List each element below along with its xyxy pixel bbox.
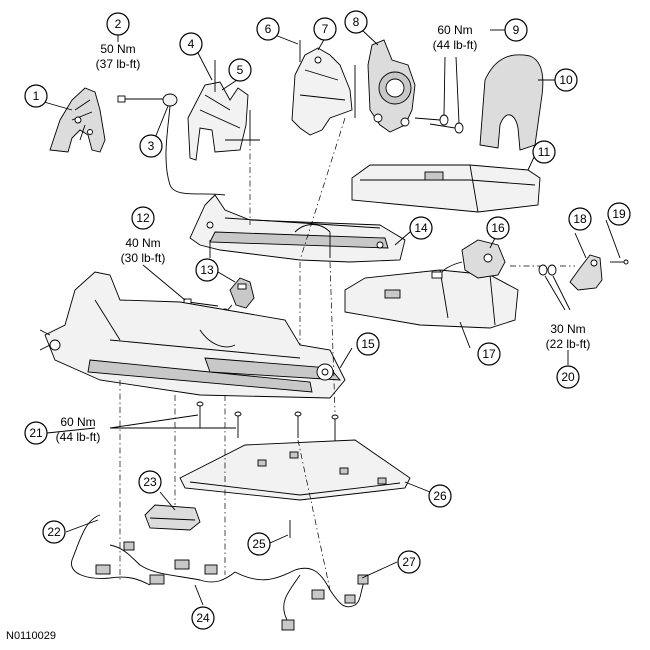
part-recliner-cover	[291, 40, 353, 136]
svg-text:8: 8	[353, 15, 360, 29]
svg-text:7: 7	[322, 22, 329, 36]
svg-text:60 Nm: 60 Nm	[60, 415, 95, 429]
part-control-module	[144, 504, 201, 531]
svg-text:16: 16	[491, 221, 505, 235]
callout-2: 2	[106, 12, 130, 36]
part-wiring-harness-right	[234, 567, 369, 631]
callout-13: 13	[195, 258, 219, 282]
callout-22: 22	[42, 520, 66, 544]
callout-15: 15	[356, 332, 380, 356]
torque-label-12: 40 Nm (30 lb-ft)	[121, 236, 166, 265]
svg-text:60 Nm: 60 Nm	[437, 23, 472, 37]
svg-text:6: 6	[265, 22, 272, 36]
part-hinge-cover	[49, 87, 106, 153]
part-lower-cushion	[344, 269, 519, 329]
svg-text:24: 24	[196, 611, 210, 625]
svg-text:12: 12	[136, 211, 150, 225]
svg-text:23: 23	[143, 475, 157, 489]
figure-id: N0110029	[6, 630, 56, 642]
part-lower-seat-frame	[39, 271, 346, 399]
part-switch-module	[431, 239, 506, 279]
svg-text:2: 2	[115, 17, 122, 31]
svg-text:(44 lb-ft): (44 lb-ft)	[56, 430, 101, 444]
callout-27: 27	[397, 550, 421, 574]
callout-24: 24	[191, 606, 215, 630]
callout-10: 10	[554, 68, 578, 92]
callout-20: 20	[556, 365, 580, 389]
callout-19: 19	[607, 202, 631, 226]
svg-text:(44 lb-ft): (44 lb-ft)	[433, 38, 478, 52]
callout-5: 5	[228, 58, 252, 82]
callout-25: 25	[247, 532, 271, 556]
svg-text:11: 11	[538, 145, 551, 159]
callout-14: 14	[409, 216, 433, 240]
callout-11: 11	[532, 140, 556, 164]
part-shield-panel	[187, 60, 260, 161]
part-wiring-harness-left	[71, 514, 236, 586]
callout-17: 17	[477, 342, 501, 366]
svg-text:9: 9	[513, 23, 520, 37]
part-seat-cushion-pad	[351, 164, 541, 213]
part-recliner-bolts	[414, 114, 464, 134]
torque-label-20: 30 Nm (22 lb-ft)	[546, 322, 591, 351]
svg-text:19: 19	[612, 207, 626, 221]
part-screw	[610, 259, 629, 265]
svg-text:(37 lb-ft): (37 lb-ft)	[96, 57, 141, 71]
callout-21: 21	[24, 421, 48, 445]
svg-text:1: 1	[33, 89, 40, 103]
svg-text:20: 20	[561, 370, 575, 384]
callout-6: 6	[256, 17, 280, 41]
svg-text:22: 22	[47, 525, 61, 539]
svg-text:26: 26	[433, 489, 447, 503]
svg-text:18: 18	[573, 212, 587, 226]
part-backrest-pad	[479, 54, 544, 151]
callout-3: 3	[139, 134, 163, 158]
svg-text:5: 5	[237, 63, 244, 77]
part-recliner-mechanism	[354, 39, 416, 133]
svg-text:17: 17	[482, 347, 496, 361]
torque-label-2: 50 Nm (37 lb-ft)	[96, 42, 141, 71]
svg-text:40 Nm: 40 Nm	[125, 236, 160, 250]
callout-26: 26	[428, 484, 452, 508]
alignment-lines	[119, 117, 575, 591]
svg-text:(30 lb-ft): (30 lb-ft)	[121, 251, 166, 265]
svg-text:(22 lb-ft): (22 lb-ft)	[546, 337, 591, 351]
callout-leaders	[43, 29, 621, 606]
svg-text:4: 4	[188, 37, 195, 51]
part-bolt-and-cable	[117, 93, 226, 196]
part-frame-bolts	[196, 401, 339, 441]
callout-12: 12	[131, 206, 155, 230]
torque-label-9: 60 Nm (44 lb-ft)	[433, 23, 478, 52]
svg-text:27: 27	[402, 555, 416, 569]
svg-text:50 Nm: 50 Nm	[100, 42, 135, 56]
callout-1: 1	[24, 84, 48, 108]
part-upper-seat-frame	[189, 194, 406, 263]
torque-label-21: 60 Nm (44 lb-ft)	[56, 415, 101, 444]
callout-16: 16	[486, 216, 510, 240]
callout-23: 23	[138, 470, 162, 494]
svg-text:21: 21	[29, 426, 43, 440]
part-bracket	[569, 254, 603, 291]
svg-text:30 Nm: 30 Nm	[550, 322, 585, 336]
callout-9: 9	[504, 18, 528, 42]
callout-18: 18	[568, 207, 592, 231]
callout-8: 8	[344, 10, 368, 34]
callout-7: 7	[313, 17, 337, 41]
part-seat-belt-buckle	[221, 277, 255, 316]
svg-text:15: 15	[361, 337, 375, 351]
svg-text:3: 3	[148, 139, 155, 153]
part-seat-base-plate	[179, 439, 411, 501]
part-nuts	[538, 264, 557, 276]
svg-text:25: 25	[252, 537, 266, 551]
svg-text:14: 14	[414, 221, 428, 235]
callout-4: 4	[179, 32, 203, 56]
svg-text:13: 13	[200, 263, 214, 277]
svg-text:10: 10	[559, 73, 573, 87]
